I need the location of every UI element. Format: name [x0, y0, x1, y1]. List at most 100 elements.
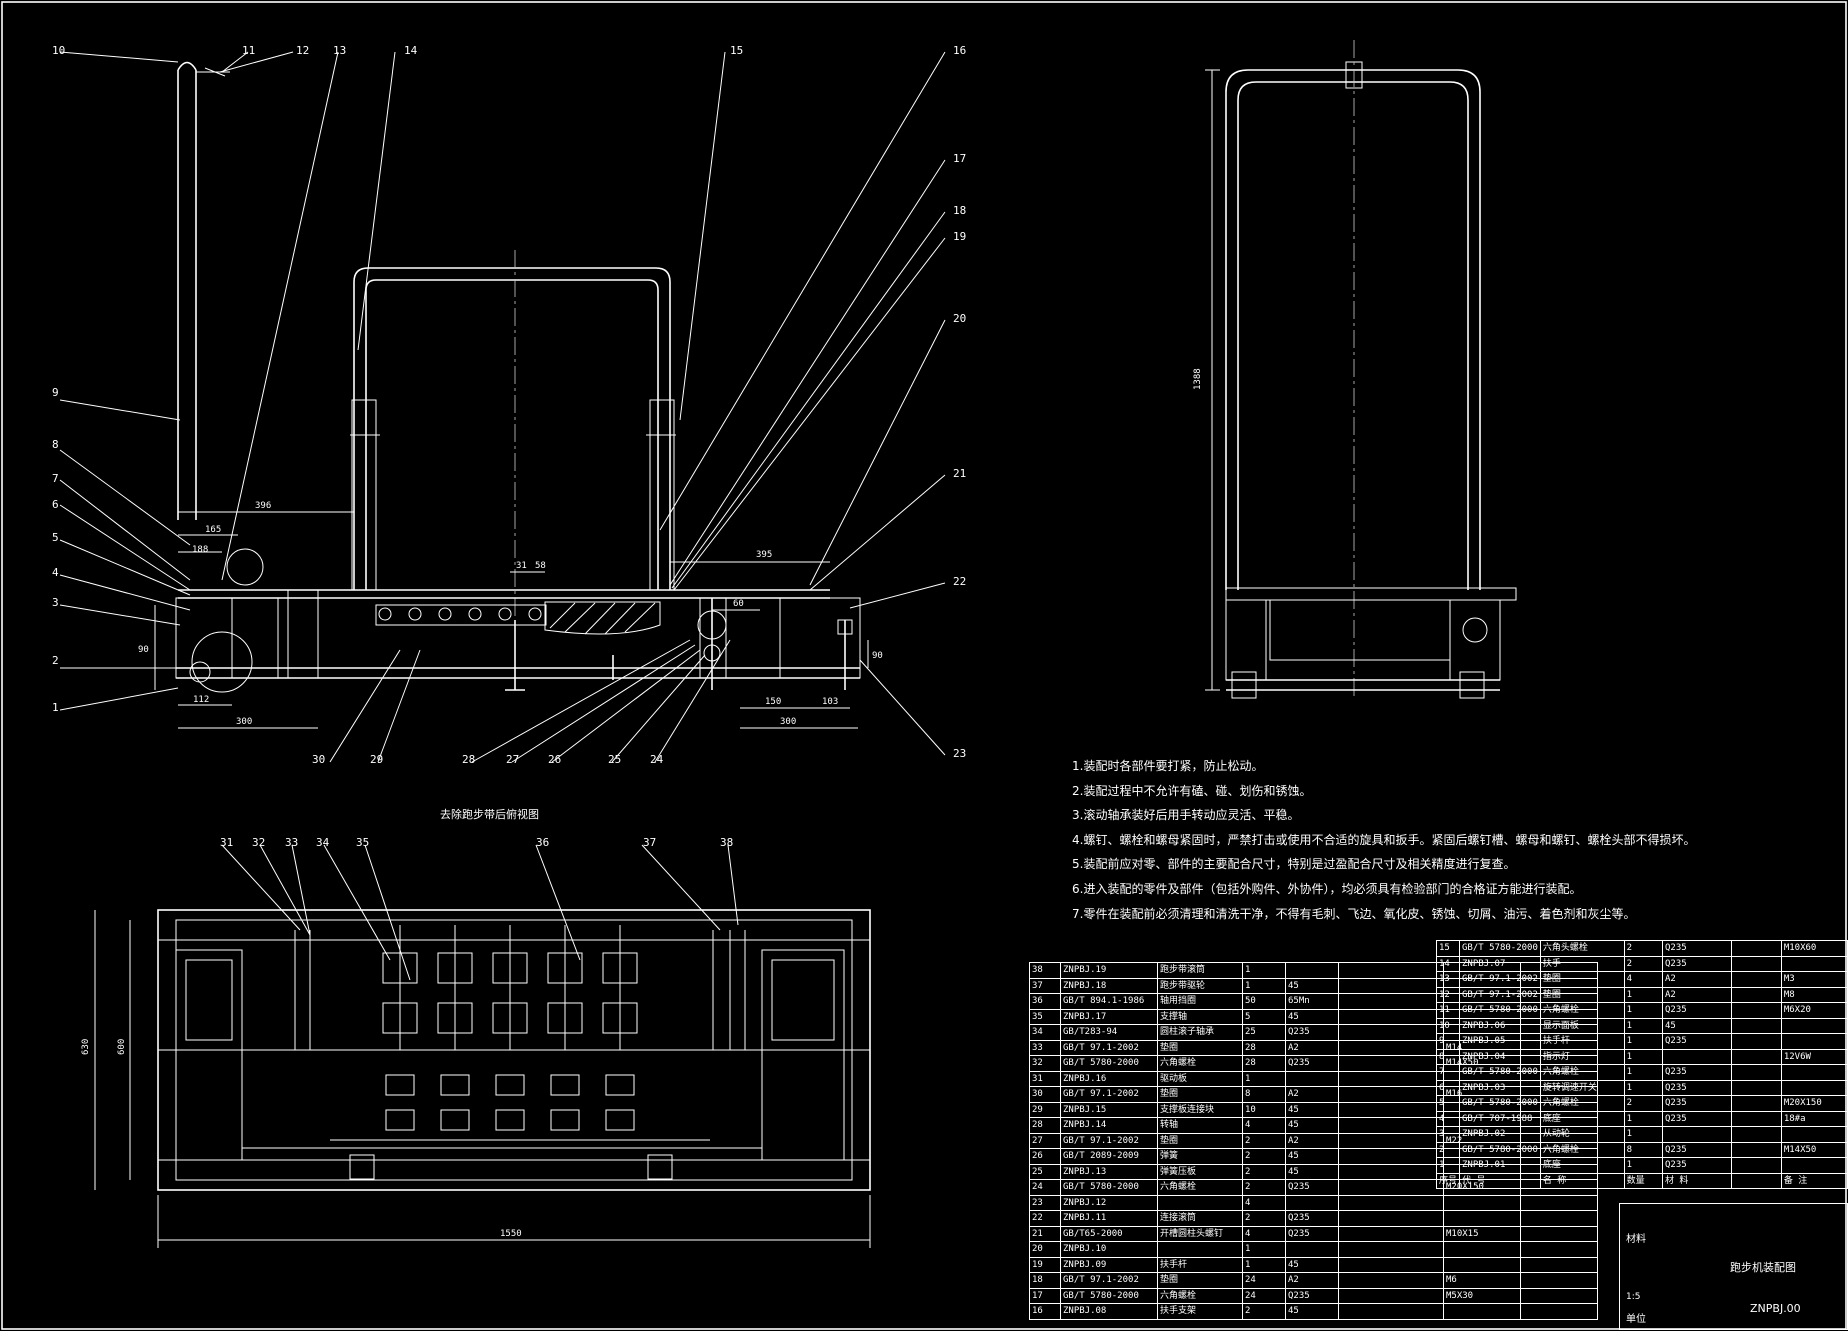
dim-58: 58 — [535, 561, 546, 571]
bom-left-cell — [1520, 1256, 1598, 1273]
roller-block — [440, 1074, 470, 1096]
balloon-27: 27 — [506, 753, 519, 766]
bom-right-cell — [1731, 1017, 1782, 1034]
roller-block — [605, 1109, 635, 1131]
bom-left-cell: GB/T 894.1-1986 — [1060, 993, 1158, 1010]
dim-630: 630 — [81, 1039, 91, 1055]
drawing-number: ZNPBJ.00 — [1750, 1302, 1801, 1315]
bom-right-cell: 六角头螺栓 — [1539, 940, 1625, 957]
bom-left-cell — [1443, 1303, 1521, 1320]
bom-right-cell: 12V6W — [1780, 1048, 1848, 1065]
bom-left-cell: M5X30 — [1443, 1287, 1521, 1304]
dim-112: 112 — [193, 695, 209, 705]
bom-left-cell: 38 — [1029, 962, 1061, 979]
dim-165: 165 — [205, 525, 221, 535]
balloon-15: 15 — [730, 44, 743, 57]
bom-left-cell: 20 — [1029, 1241, 1061, 1258]
bom-left-cell — [1443, 1194, 1521, 1211]
bom-left-cell — [1338, 1303, 1444, 1320]
bom-right-cell: 垫圈 — [1539, 986, 1625, 1003]
bom-left-cell: Q235 — [1285, 1225, 1339, 1242]
balloon-36: 36 — [536, 836, 549, 849]
bom-left-cell — [1338, 1256, 1444, 1273]
bom-left-cell: 垫圈 — [1157, 1039, 1243, 1056]
bom-right-cell: 1 — [1623, 1017, 1664, 1034]
bom-left-cell: 37 — [1029, 977, 1061, 994]
dim-600: 600 — [117, 1039, 127, 1055]
balloon-32: 32 — [252, 836, 265, 849]
bom-left-cell — [1520, 1303, 1598, 1320]
bom-left-cell: GB/T65-2000 — [1060, 1225, 1158, 1242]
bom-right-cell: GB/T 5780-2000 — [1459, 1141, 1541, 1158]
bom-left-cell: 24 — [1242, 1272, 1286, 1289]
balloon-26: 26 — [548, 753, 561, 766]
bom-right-cell: A2 — [1662, 986, 1733, 1003]
balloon-21: 21 — [953, 467, 966, 480]
bom-left-cell — [1157, 1194, 1243, 1211]
bom-left-cell — [1338, 1194, 1444, 1211]
bom-right-cell — [1662, 1048, 1733, 1065]
bom-left-cell: 轴用挡圈 — [1157, 993, 1243, 1010]
bom-left-cell: A2 — [1285, 1272, 1339, 1289]
balloon-2: 2 — [52, 654, 59, 667]
bom-left-cell — [1338, 1008, 1444, 1025]
bom-right-cell: 45 — [1662, 1017, 1733, 1034]
bom-right-cell — [1731, 1048, 1782, 1065]
bom-left-cell — [1520, 1225, 1598, 1242]
bom-left-cell — [1338, 1039, 1444, 1056]
balloon-24: 24 — [650, 753, 664, 766]
balloon-17: 17 — [953, 152, 966, 165]
note-6: 6.进入装配的零件及部件（包括外购件、外协件），均必须具有检验部门的合格证方能进… — [1072, 881, 1582, 896]
bom-right-cell: 3 — [1435, 1126, 1461, 1143]
bom-left-cell: 18 — [1029, 1272, 1061, 1289]
bom-left-cell: 4 — [1242, 1225, 1286, 1242]
bom-header-cell: 备 注 — [1780, 1172, 1848, 1189]
bom-left-cell: 21 — [1029, 1225, 1061, 1242]
side-view — [1205, 40, 1517, 700]
bom-left-cell — [1338, 1055, 1444, 1072]
bom-left-cell — [1520, 1272, 1598, 1289]
bom-left-cell: GB/T 2089-2009 — [1060, 1148, 1158, 1165]
balloon-6: 6 — [52, 498, 59, 511]
balloon-30: 30 — [312, 753, 325, 766]
dim-31: 31 — [516, 561, 527, 571]
bom-left-cell: GB/T 97.1-2002 — [1060, 1086, 1158, 1103]
dimension-labels: 396 165 188 395 31 58 60 90 112 300 150 … — [81, 368, 1203, 1239]
bom-left-cell — [1338, 1132, 1444, 1149]
bom-left-cell: 六角螺栓 — [1157, 1287, 1243, 1304]
bom-left-cell — [1338, 1179, 1444, 1196]
bom-right-cell: M3 — [1780, 971, 1848, 988]
bom-left-cell: ZNPBJ.09 — [1060, 1256, 1158, 1273]
bom-left-cell: 垫圈 — [1157, 1132, 1243, 1149]
balloon-8: 8 — [52, 438, 59, 451]
bom-right-cell: 2 — [1623, 940, 1664, 957]
bom-right-cell: Q235 — [1662, 1141, 1733, 1158]
bom-left-cell: GB/T 97.1-2002 — [1060, 1039, 1158, 1056]
bom-right-cell: M6X20 — [1780, 1002, 1848, 1019]
bom-right-cell: M10X60 — [1780, 940, 1848, 957]
bom-left-cell — [1338, 1272, 1444, 1289]
bom-right-cell: GB/T 97.1-2002 — [1459, 971, 1541, 988]
bom-left-cell: 支撑轴 — [1157, 1008, 1243, 1025]
bom-left-cell: Q235 — [1285, 1179, 1339, 1196]
bom-left-cell — [1338, 1210, 1444, 1227]
bom-right-cell: Q235 — [1662, 1002, 1733, 1019]
bom-right-cell: Q235 — [1662, 1110, 1733, 1127]
dim-90-right: 90 — [872, 651, 883, 661]
bom-left-cell: ZNPBJ.19 — [1060, 962, 1158, 979]
balloon-1: 1 — [52, 701, 59, 714]
bom-right-cell — [1780, 1064, 1848, 1081]
dim-1388: 1388 — [1193, 368, 1203, 390]
bom-right-cell: 1 — [1623, 1157, 1664, 1174]
bom-left-cell: 1 — [1242, 977, 1286, 994]
bom-right-cell — [1731, 986, 1782, 1003]
bom-left-cell: 45 — [1285, 1303, 1339, 1320]
bom-left-cell — [1338, 1163, 1444, 1180]
bom-left-cell — [1338, 1241, 1444, 1258]
bom-left-cell: 扶手支架 — [1157, 1303, 1243, 1320]
bom-right-cell: 旋转调速开关 — [1539, 1079, 1625, 1096]
bom-right-cell: ZNPBJ.07 — [1459, 955, 1541, 972]
bom-right-cell: 六角螺栓 — [1539, 1002, 1625, 1019]
